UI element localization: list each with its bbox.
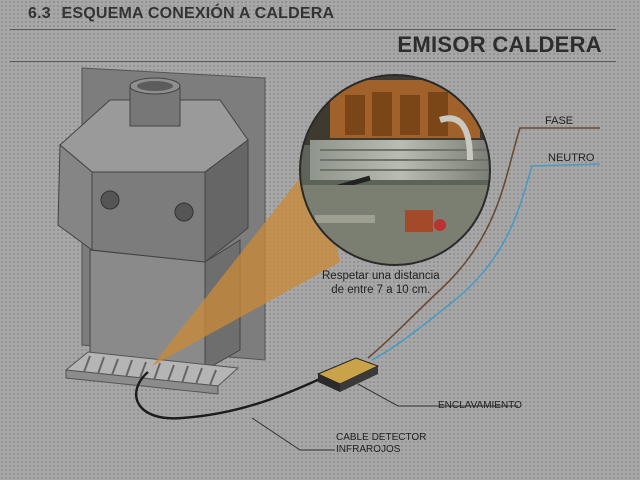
page-title: EMISOR CALDERA <box>397 32 602 57</box>
inspection-hole-right <box>174 202 194 222</box>
cable-detector-line1: CABLE DETECTOR <box>336 432 427 443</box>
burner-rail <box>64 351 240 395</box>
section-name: ESQUEMA CONEXIÓN A CALDERA <box>61 5 335 22</box>
detector-beam <box>152 155 340 366</box>
distance-note-line2: de entre 7 a 10 cm. <box>331 284 431 296</box>
neutro-label: NEUTRO <box>548 152 595 164</box>
section-number: 6.3 <box>28 5 51 22</box>
enclavamiento-label: ENCLAVAMIENTO <box>438 400 522 411</box>
distance-note-line1: Respetar una distancia <box>322 270 440 282</box>
detector-cable <box>134 371 323 420</box>
fase-wire <box>367 127 600 359</box>
cable-detector-line2: INFRAROJOS <box>336 444 401 455</box>
heading-divider <box>10 61 616 62</box>
inspection-hole-left <box>100 190 120 210</box>
enclavamiento-leader <box>357 383 518 407</box>
section-title: 6.3 ESQUEMA CONEXIÓN A CALDERA <box>28 5 334 23</box>
magnified-detail <box>300 75 490 265</box>
neutro-wire <box>371 163 601 361</box>
cable-leader <box>251 417 335 451</box>
cable-detector-label: CABLE DETECTOR INFRAROJOS <box>336 432 426 456</box>
fase-label: FASE <box>545 115 574 127</box>
interlock-box <box>316 357 380 392</box>
distance-note: Respetar una distancia de entre 7 a 10 c… <box>322 269 440 297</box>
top-divider <box>10 29 616 30</box>
